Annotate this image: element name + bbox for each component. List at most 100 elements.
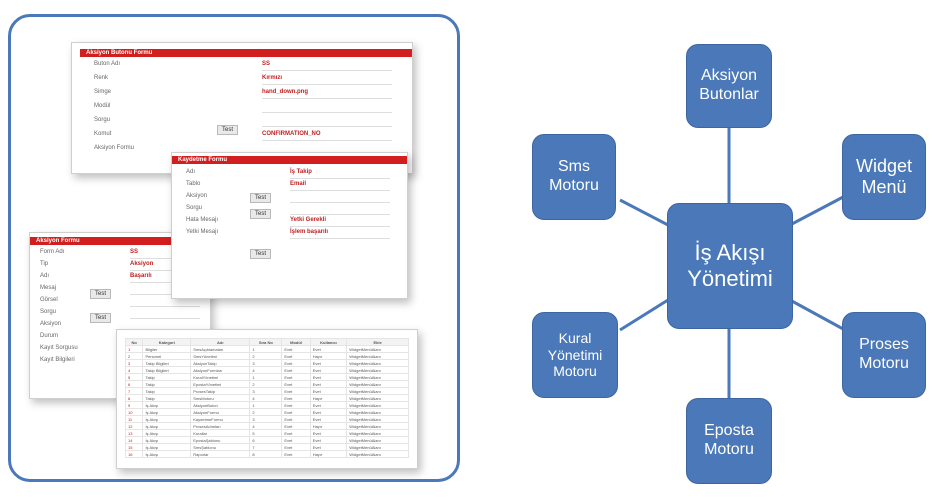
form3-field-line-5 <box>130 318 200 319</box>
form3-value-2[interactable]: Başarılı <box>130 273 152 279</box>
node-widget-menu-label: Widget Menü <box>855 155 913 197</box>
save-form-screenshot: Kaydetme Formu Test Test Test Adı İş Taki… <box>171 152 408 299</box>
table-header-4[interactable]: Modül <box>281 338 311 346</box>
form3-value-1[interactable]: Aksiyon <box>130 261 154 267</box>
table-cell: Evet <box>309 345 348 353</box>
form3-test-button-1[interactable]: Test <box>90 289 112 299</box>
form2-value-0[interactable]: İş Takip <box>290 169 312 175</box>
connector-top-right <box>789 194 846 227</box>
form1-test-button[interactable]: Test <box>217 125 239 135</box>
table-cell: WidgetMenüAlanı <box>346 345 409 353</box>
table-cell: 13 <box>124 429 144 437</box>
form2-value-1[interactable]: Email <box>290 181 307 187</box>
form1-value-0[interactable]: SS <box>262 61 271 67</box>
node-rule-engine-label: Kural Yönetimi Motoru <box>547 330 603 380</box>
form1-label-1: Renk <box>94 75 109 81</box>
table-cell: Takip Bilgileri <box>142 366 192 374</box>
form2-value-4[interactable]: Yetki Gerekli <box>290 217 327 223</box>
table-cell: 9 <box>124 401 144 409</box>
table-cell: 3 <box>249 359 283 367</box>
form2-field-line-5 <box>290 238 390 239</box>
table-cell: Takip <box>142 380 192 388</box>
form2-label-2: Aksiyon <box>186 193 208 199</box>
table-cell: Evet <box>281 366 311 374</box>
table-cell: Takip <box>142 394 192 402</box>
form3-field-line-2 <box>130 282 200 283</box>
table-cell: ProsesTakip <box>190 387 251 395</box>
table-cell: Evet <box>309 380 348 388</box>
table-cell: 1 <box>249 373 283 381</box>
table-cell: Hayır <box>309 422 348 430</box>
form1-value-5[interactable]: CONFIRMATION_NO <box>262 131 321 137</box>
table-cell: İş Akışı <box>142 422 192 430</box>
table-header-3[interactable]: Sıra No <box>249 338 283 346</box>
table-header-5[interactable]: Kullanıcı <box>309 338 348 346</box>
table-cell: 4 <box>249 422 283 430</box>
table-cell: Evet <box>309 401 348 409</box>
form2-test-button-3[interactable]: Test <box>250 249 272 259</box>
form2-test-button-2[interactable]: Test <box>250 209 272 219</box>
node-email-engine: Eposta Motoru <box>686 398 772 484</box>
form2-tab-bar: Kaydetme Formu <box>172 156 407 164</box>
form2-test-button-1[interactable]: Test <box>250 193 272 203</box>
form2-label-1: Tablo <box>186 181 201 187</box>
form1-value-2[interactable]: hand_down.png <box>262 89 308 95</box>
form2-value-5[interactable]: İşlem başarılı <box>290 229 329 235</box>
form2-label-3: Sorgu <box>186 205 203 211</box>
node-widget-menu: Widget Menü <box>842 134 926 220</box>
table-header-2[interactable]: Adı <box>190 338 251 346</box>
form2-field-line-3 <box>290 214 390 215</box>
form3-label-6: Aksiyon <box>40 321 62 327</box>
table-cell: Raporlar <box>190 450 251 458</box>
connector-left-bottom <box>619 298 669 332</box>
form1-value-1[interactable]: Kırmızı <box>262 75 283 81</box>
table-cell: WidgetMenüAlanı <box>346 415 409 423</box>
node-sms-engine: Sms Motoru <box>532 134 616 220</box>
table-cell: Takip <box>142 373 192 381</box>
form1-label-3: Modül <box>94 103 111 109</box>
table-cell: Evet <box>309 387 348 395</box>
table-cell: Evet <box>281 429 311 437</box>
table-cell: Hayır <box>309 352 348 360</box>
form1-tab-bar: Aksiyon Butonu Formu <box>80 49 412 57</box>
table-header-0[interactable]: No <box>124 338 144 346</box>
table-cell: 12 <box>124 422 144 430</box>
table-cell: 11 <box>124 415 144 423</box>
form3-value-0[interactable]: SS <box>130 249 139 255</box>
form1-tab: Aksiyon Butonu Formu <box>86 50 153 56</box>
table-cell: WidgetMenüAlanı <box>346 387 409 395</box>
form3-label-4: Görsel <box>40 297 58 303</box>
table-cell: KuralYönetimi <box>190 373 251 381</box>
table-cell: 1 <box>249 401 283 409</box>
form3-test-button-2[interactable]: Test <box>90 313 112 323</box>
table-cell: WidgetMenüAlanı <box>346 443 409 451</box>
table-header-6[interactable]: Ekle <box>346 338 409 346</box>
table-cell: 2 <box>249 352 283 360</box>
table-cell: Evet <box>309 429 348 437</box>
table-cell: 3 <box>249 415 283 423</box>
form2-field-line-4 <box>290 226 390 227</box>
table-cell: Evet <box>281 345 311 353</box>
form2-field-line-1 <box>290 190 390 191</box>
table-cell: WidgetMenüAlanı <box>346 352 409 360</box>
form2-label-0: Adı <box>186 169 196 175</box>
table-cell: 3 <box>249 387 283 395</box>
table-header-1[interactable]: Kategori <box>142 338 192 346</box>
